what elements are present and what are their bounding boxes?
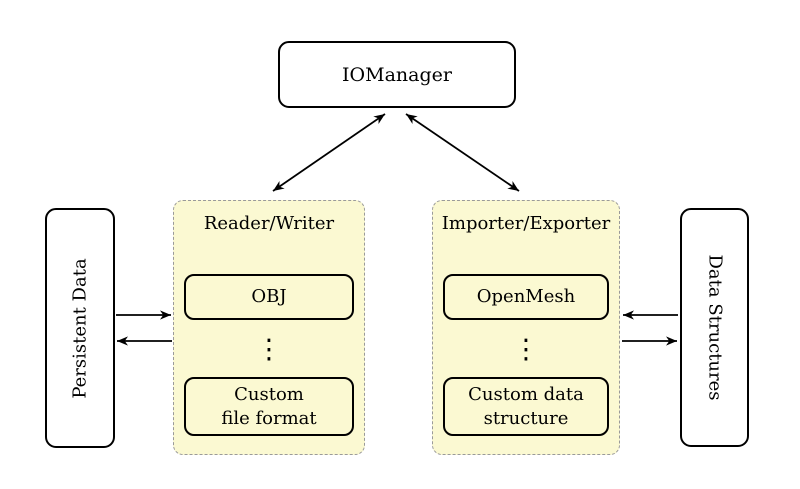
vertical-ellipsis-icon: ⋮ <box>255 334 283 365</box>
box-obj: OBJ <box>184 274 354 320</box>
group-reader-writer-title: Reader/Writer <box>203 213 335 234</box>
node-data-structures: Data Structures <box>680 208 749 447</box>
box-openmesh: OpenMesh <box>443 274 609 320</box>
box-custom-data-structure: Custom data structure <box>443 377 609 436</box>
node-persistent-data: Persistent Data <box>45 208 115 448</box>
vertical-ellipsis-icon: ⋮ <box>512 334 540 365</box>
group-importer-exporter-title: Importer/Exporter <box>441 213 611 234</box>
box-custom-data-structure-line2: structure <box>483 407 569 429</box>
arrow-iomanager-readerwriter <box>272 113 386 192</box>
arrow-iomanager-importerexporter <box>405 113 520 192</box>
group-reader-writer: Reader/Writer OBJ ⋮ Custom file format <box>173 200 365 455</box>
box-custom-file-format-line1: Custom <box>234 383 304 405</box>
node-persistent-data-label: Persistent Data <box>69 257 91 399</box>
box-openmesh-label: OpenMesh <box>476 286 576 307</box>
group-importer-exporter: Importer/Exporter OpenMesh ⋮ Custom data… <box>432 200 620 455</box>
box-custom-data-structure-line1: Custom data <box>468 383 584 405</box>
box-obj-label: OBJ <box>251 286 287 307</box>
node-iomanager: IOManager <box>278 41 516 108</box>
box-custom-file-format-line2: file format <box>221 407 317 429</box>
box-custom-file-format: Custom file format <box>184 377 354 436</box>
node-data-structures-label: Data Structures <box>704 254 726 401</box>
node-iomanager-label: IOManager <box>342 63 452 86</box>
